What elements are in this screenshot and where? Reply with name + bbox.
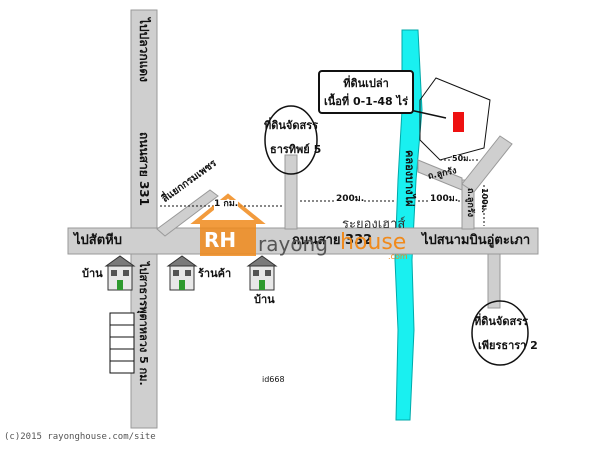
distance-side-label: 100ม. [479,188,489,214]
side-road-diagonal [461,135,513,193]
to-airport-label: ไปสนามบินอู่ตะเภา [422,233,531,248]
house-icon-2 [246,255,278,291]
house-1-label: บ้าน [82,267,103,280]
shop-label: ร้านค้า [198,267,232,280]
land-callout: ที่ดินเปล่า เนื้อที่ 0-1-48 ไร่ [318,70,414,114]
listing-id: id668 [262,375,285,384]
land-plot-marker [453,112,464,132]
distance-1km-label: 1 กม. [214,199,239,210]
watermark-brand-a: rayong [258,232,328,256]
distance-100m-label: 100ม. [430,194,459,205]
to-phutthabat-label: ไปสาธารพุตาหลวง 5 กม. [137,262,151,386]
watermark-logo-mark: RH [204,228,237,252]
land-access-road [417,159,463,191]
subdivision-1-circle [264,105,318,175]
subdivision-2-label: ที่ดินจัดสรร [474,315,529,328]
road-331-label: ถนนสาย 331 [137,132,152,206]
watermark-brand-b: house [340,230,407,255]
watermark-thai: ระยองเฮาส์ [342,217,406,232]
road-332-label: ถนนสาย 332 [292,233,373,248]
road-331 [130,9,158,429]
canal-label: คลองบางไผ่ [403,150,417,207]
row-of-plots [109,312,135,374]
to-sattahip-label: ไปสัตหีบ [74,233,122,248]
subdivision-2-circle [471,300,529,366]
branch-road-subdivision-1 [284,154,298,230]
road-332 [67,227,539,255]
rayonghouse-logo-mark [190,193,266,256]
to-plak-daeng-label: ไปปลวกแดง [137,18,152,83]
subdivision-1-name: ธารทิพย์ 5 [270,143,322,156]
land-parcel-outline [419,77,491,161]
branch-road-subdivision-2 [487,253,501,309]
distance-50m-label: 50ม. [452,154,472,164]
distance-200m-label: 200ม. [336,194,365,205]
watermark-brand-c: .com [388,252,408,261]
land-callout-title: ที่ดินเปล่า [343,77,389,90]
subdivision-1-label: ที่ดินจัดสรร [264,119,319,132]
footer-copyright: (c)2015 rayonghouse.com/site [4,432,156,442]
fork-road [156,189,219,237]
side-road-1-label: ถ.ลูกรัง [464,188,475,218]
house-icon-1 [104,255,136,291]
subdivision-2-name: เพียรธารา 2 [478,339,538,352]
land-callout-area: เนื้อที่ 0-1-48 ไร่ [324,95,408,108]
house-2-label: บ้าน [254,293,275,306]
shop-icon [166,255,198,291]
canal [394,29,423,421]
